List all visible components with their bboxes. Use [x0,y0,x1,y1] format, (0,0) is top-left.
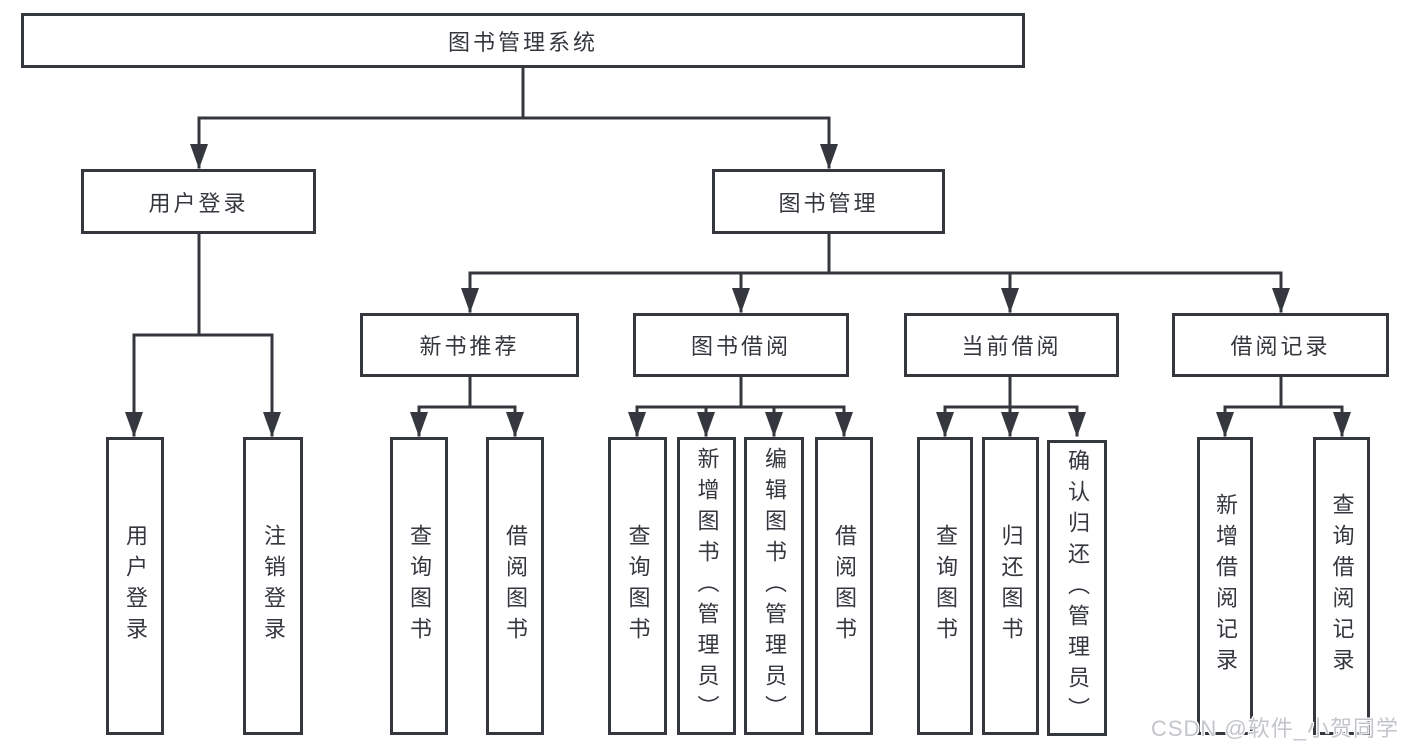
arrowhead-icon [820,144,838,169]
leaf-bb-query-books: 查询图书 [608,437,667,735]
arrowhead-icon [835,412,853,437]
arrowhead-icon [1272,288,1290,313]
node-current-borrowing: 当前借阅 [904,313,1119,377]
leaf-cb-query-books: 查询图书 [917,437,973,735]
arrowhead-icon [765,412,783,437]
arrowhead-icon [936,412,954,437]
leaf-br-add-record: 新增借阅记录 [1197,437,1253,735]
leaf-nb-borrow-books: 借阅图书 [486,437,544,735]
arrowhead-icon [506,412,524,437]
arrowhead-icon [410,412,428,437]
node-book-management: 图书管理 [712,169,945,234]
node-new-book-recommend: 新书推荐 [360,313,579,377]
node-user-login: 用户登录 [81,169,316,234]
arrowhead-icon [628,412,646,437]
arrowhead-icon [263,412,281,437]
arrowhead-icon [732,288,750,313]
leaf-br-query-record: 查询借阅记录 [1313,437,1370,735]
arrowhead-icon [461,288,479,313]
arrowhead-icon [1001,412,1019,437]
leaf-bb-add-books-admin: 新增图书（管理员） [677,437,736,735]
arrowhead-icon [1001,288,1019,313]
leaf-nb-query-books: 查询图书 [390,437,448,735]
arrowhead-icon [1333,412,1351,437]
arrowhead-icon [190,144,208,169]
node-library-management-system: 图书管理系统 [21,13,1025,68]
arrowhead-icon [1216,412,1234,437]
leaf-cb-confirm-return-admin: 确认归还（管理员） [1047,440,1107,736]
leaf-bb-edit-books-admin: 编辑图书（管理员） [744,437,804,735]
node-borrowing-records: 借阅记录 [1172,313,1389,377]
leaf-logout: 注销登录 [243,437,303,735]
leaf-bb-borrow-books: 借阅图书 [815,437,873,735]
node-book-borrowing: 图书借阅 [633,313,849,377]
arrowhead-icon [1068,412,1086,437]
leaf-cb-return-books: 归还图书 [982,437,1039,735]
arrowhead-icon [125,412,143,437]
arrowhead-icon [697,412,715,437]
leaf-user-login: 用户登录 [106,437,164,735]
